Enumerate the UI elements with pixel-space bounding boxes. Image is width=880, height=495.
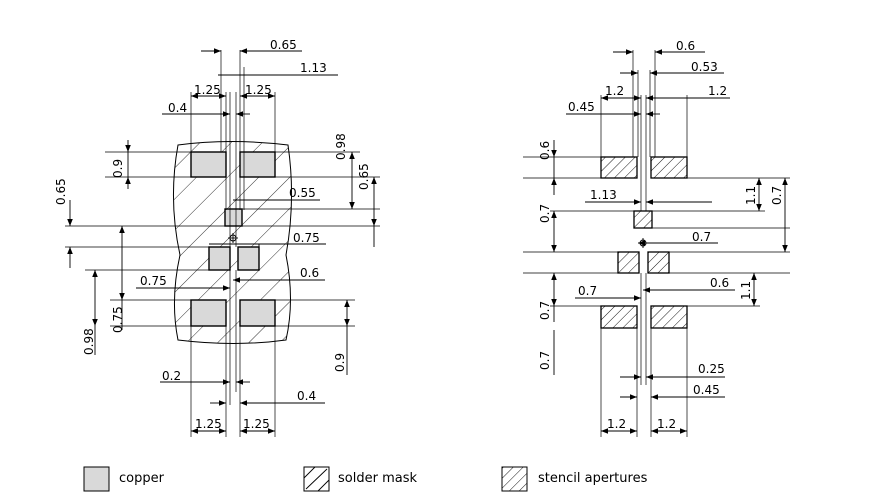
dim-0.65-right: 0.65 [357, 163, 371, 190]
dim-0.53: 0.53 [691, 60, 718, 74]
dim-0.7-left-3: 0.7 [538, 351, 552, 370]
dim-0.7-left-2: 0.7 [538, 301, 552, 320]
dim-0.6: 0.6 [300, 266, 319, 280]
legend-stencil-swatch [501, 466, 528, 492]
stencil-bottom-right [650, 305, 688, 329]
dim-0.45-top: 0.45 [568, 100, 595, 114]
dim-0.7-lower: 0.7 [578, 284, 597, 298]
dim-0.75-mid: 0.75 [140, 274, 167, 288]
stencil-bottom-left [600, 305, 638, 329]
dim-0.55: 0.55 [289, 186, 316, 200]
stencil-small-top [633, 210, 653, 229]
dim-0.25: 0.25 [698, 362, 725, 376]
dim-0.98-left: 0.98 [82, 328, 96, 355]
dim-0.9-right: 0.9 [333, 353, 347, 372]
dim-1.25-top-right: 1.25 [245, 83, 272, 97]
dim-0.4-bottom: 0.4 [297, 389, 316, 403]
right-view: 0.6 0.53 1.2 1.2 0.45 0.6 1.1 [523, 39, 790, 437]
copper-pad-mid-left [208, 246, 231, 271]
dim-0.98-right-top: 0.98 [334, 133, 348, 160]
dim-0.4-top: 0.4 [168, 101, 187, 115]
copper-pad-bottom-left [190, 299, 227, 327]
dim-0.45-bottom: 0.45 [693, 383, 720, 397]
dim-1.1-lower: 1.1 [739, 281, 753, 300]
stencil-mid-right [647, 251, 670, 274]
dim-1.25-bottom-left: 1.25 [195, 417, 222, 431]
stencil-top-right [650, 156, 688, 179]
dim-1.1-right: 1.1 [744, 186, 758, 205]
dim-1.2-bottom-right: 1.2 [657, 417, 676, 431]
stencil-top-left [600, 156, 638, 179]
copper-pad-mid-right [237, 246, 260, 271]
legend-solder-mask-label: solder mask [338, 471, 417, 486]
dim-0.7-left-1: 0.7 [538, 204, 552, 223]
dim-0.65-top: 0.65 [270, 38, 297, 52]
legend: copper solder mask stencil apertures [83, 466, 648, 492]
copper-pad-top-left [190, 151, 227, 178]
dim-0.75-left: 0.75 [111, 306, 125, 333]
dim-1.13-top: 1.13 [300, 61, 327, 75]
copper-pad-top-right [239, 151, 276, 178]
left-view: 0.65 1.13 1.25 1.25 0.4 0.9 0 [54, 38, 380, 437]
copper-pad-bottom-right [239, 299, 276, 327]
dim-1.2-bottom-left: 1.2 [607, 417, 626, 431]
dim-0.9-left: 0.9 [111, 159, 125, 178]
dim-0.65-left: 0.65 [54, 178, 68, 205]
dim-0.2: 0.2 [162, 369, 181, 383]
dim-1.2-top-left: 1.2 [605, 84, 624, 98]
dim-1.13: 1.13 [590, 188, 617, 202]
stencil-mid-left [617, 251, 640, 274]
dim-0.6-top: 0.6 [676, 39, 695, 53]
copper-pad-small-top [224, 208, 243, 227]
dim-0.75-right: 0.75 [293, 231, 320, 245]
dim-0.7-right: 0.7 [770, 186, 784, 205]
dim-1.25-bottom-right: 1.25 [243, 417, 270, 431]
dim-0.7-mid: 0.7 [692, 230, 711, 244]
legend-copper-swatch [83, 466, 110, 492]
dim-1.2-top-right: 1.2 [708, 84, 727, 98]
dim-0.6-left: 0.6 [538, 141, 552, 160]
dim-1.25-top-left: 1.25 [194, 83, 221, 97]
legend-stencil-label: stencil apertures [538, 471, 648, 486]
legend-copper-label: copper [119, 471, 165, 486]
solder-mask-area [172, 141, 293, 344]
dim-0.6-lower: 0.6 [710, 276, 729, 290]
